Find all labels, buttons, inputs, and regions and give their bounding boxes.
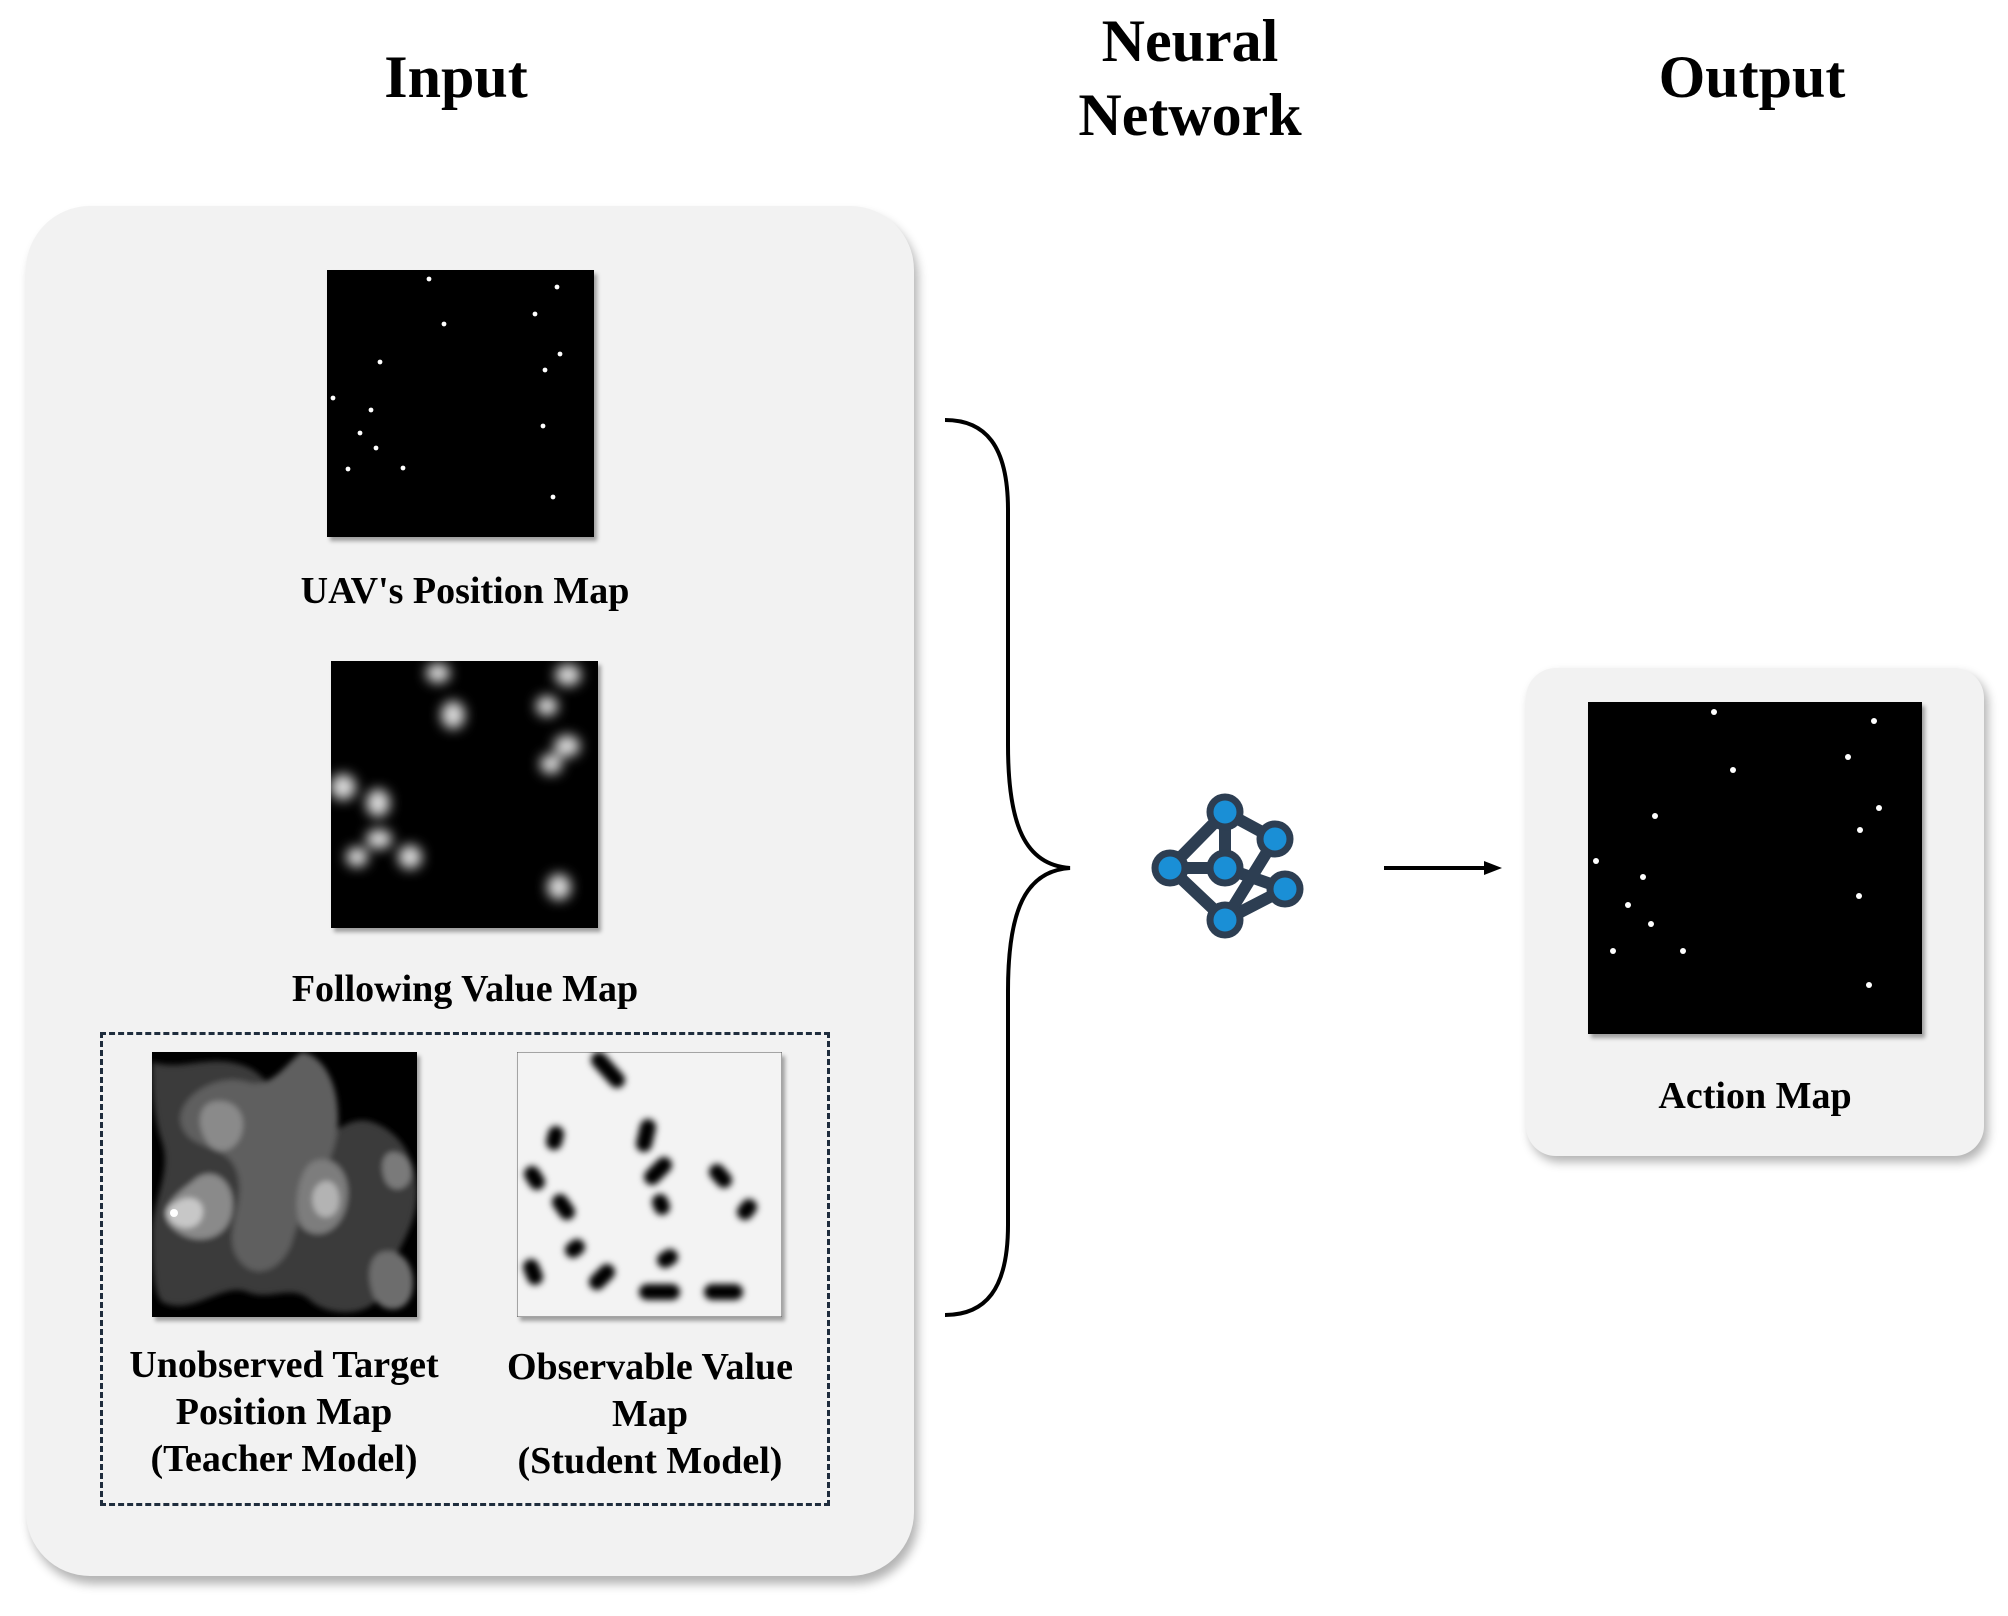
uav-position-map	[327, 270, 594, 537]
action-map-label: Action Map	[1658, 1075, 1852, 1117]
network-header-line2: Network	[1078, 82, 1302, 148]
following-value-map-label: Following Value Map	[291, 968, 639, 1010]
network-header-line1: Neural	[1101, 8, 1279, 74]
observable-label-line2: Map	[612, 1393, 688, 1435]
unobserved-label-line1: Unobserved Target	[129, 1344, 439, 1386]
neural-network-icon	[1151, 793, 1304, 939]
output-header: Output	[1658, 44, 1846, 110]
unobserved-target-position-map	[152, 1052, 417, 1317]
action-map	[1588, 702, 1922, 1034]
network-header: Neural Network	[1040, 4, 1340, 152]
observable-value-map	[517, 1052, 782, 1317]
unobserved-label-line3: (Teacher Model)	[150, 1438, 418, 1480]
observable-label-line1: Observable Value	[506, 1346, 794, 1388]
right-arrow-icon	[1384, 861, 1502, 875]
teacher-student-group	[100, 1032, 830, 1506]
observable-value-map-label: Observable Value Map (Student Model)	[465, 1344, 835, 1485]
observable-label-line3: (Student Model)	[517, 1440, 783, 1482]
input-header: Input	[384, 44, 528, 110]
unobserved-target-map-label: Unobserved Target Position Map (Teacher …	[100, 1342, 468, 1483]
uav-position-map-label: UAV's Position Map	[300, 570, 630, 612]
unobserved-label-line2: Position Map	[175, 1391, 393, 1433]
curly-brace-icon	[944, 418, 1071, 1317]
following-value-map	[331, 661, 598, 928]
